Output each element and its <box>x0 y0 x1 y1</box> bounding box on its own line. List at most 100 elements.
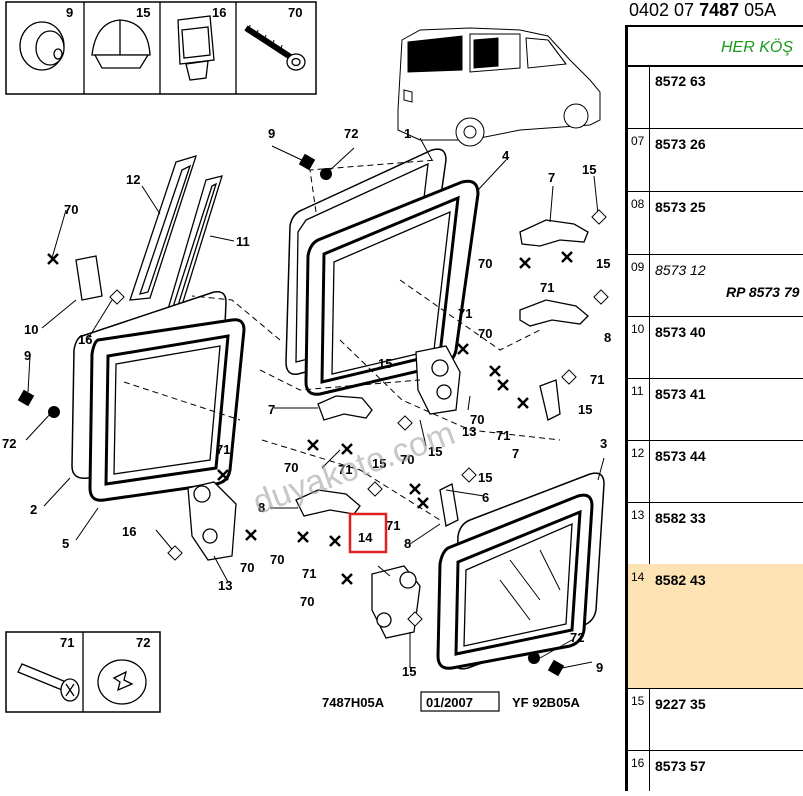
callout-70: 70 <box>478 256 492 271</box>
callout-9: 9 <box>268 126 275 141</box>
callout-14: 14 <box>358 530 373 545</box>
legend-top <box>5 1 317 95</box>
legend-num-9: 9 <box>66 5 73 20</box>
part-number: 8573 41 <box>655 386 706 402</box>
callout-7: 7 <box>268 402 275 417</box>
callout-71: 71 <box>338 462 352 477</box>
callout-1: 1 <box>404 126 411 141</box>
cap-washer-markers <box>17 153 565 677</box>
dashed-lines <box>123 159 561 521</box>
parts-row[interactable]: 12 8573 44 <box>628 440 803 503</box>
callout-15: 15 <box>428 444 442 459</box>
replacement-part-number: RP 8573 79 <box>726 284 800 300</box>
parts-list-panel: 0402 07 7487 05A HER KÖŞ 8572 63 07 8573 2… <box>625 0 803 791</box>
callout-9: 9 <box>596 660 603 675</box>
part-number: 8573 44 <box>655 448 706 464</box>
footer-date: 01/2007 <box>426 695 473 710</box>
pillar-11-12 <box>129 155 223 319</box>
row-number: 12 <box>631 446 645 460</box>
part-number: 8572 63 <box>655 73 706 89</box>
callout-13: 13 <box>218 578 232 593</box>
window-right <box>436 472 605 670</box>
callout-71: 71 <box>386 518 400 533</box>
window-left <box>71 290 246 502</box>
part-number: 8573 57 <box>655 758 706 774</box>
hinge-bottom <box>371 565 421 639</box>
panel-left-border <box>625 27 628 791</box>
van-sketch <box>397 27 601 147</box>
legend-num-72: 72 <box>136 635 150 650</box>
row-number: 07 <box>631 134 645 148</box>
legend-num-16: 16 <box>212 5 226 20</box>
row-number: 14 <box>631 570 645 584</box>
callout-70: 70 <box>470 412 484 427</box>
callout-15: 15 <box>578 402 592 417</box>
legend-num-15: 15 <box>136 5 150 20</box>
callout-11: 11 <box>236 234 250 249</box>
hinge-upper <box>415 345 461 415</box>
part-number: 8573 25 <box>655 199 706 215</box>
clip-markers <box>109 209 609 627</box>
callout-3: 3 <box>600 436 607 451</box>
callout-71: 71 <box>458 306 472 321</box>
callout-71: 71 <box>216 442 230 457</box>
part-number: 8573 12 <box>655 262 706 278</box>
part-number: 8573 26 <box>655 136 706 152</box>
bolt-71-icon <box>17 663 80 702</box>
legend-num-70: 70 <box>288 5 302 20</box>
parts-row[interactable]: 08 8573 25 <box>628 191 803 255</box>
callout-70: 70 <box>400 452 414 467</box>
parts-row[interactable]: 14 8582 43 <box>628 564 803 689</box>
washer-72-icon <box>97 659 147 705</box>
callout-72: 72 <box>2 436 16 451</box>
callout-15: 15 <box>582 162 596 177</box>
row-number: 10 <box>631 322 645 336</box>
callout-15: 15 <box>478 470 492 485</box>
subtitle: HER KÖŞ <box>721 39 794 56</box>
row-number: 13 <box>631 508 645 522</box>
row-number: 08 <box>631 197 645 211</box>
screw-markers <box>47 251 573 585</box>
callout-70: 70 <box>240 560 254 575</box>
ref-suffix: 05A <box>739 0 777 20</box>
parts-header: 0402 07 7487 05A <box>625 0 803 27</box>
callout-70: 70 <box>284 460 298 475</box>
callout-13: 13 <box>462 424 476 439</box>
callout-15: 15 <box>372 456 386 471</box>
legend-num-71: 71 <box>60 635 74 650</box>
callout-71: 71 <box>302 566 316 581</box>
callout-16: 16 <box>78 332 92 347</box>
parts-subheader: HER KÖŞ <box>625 27 803 67</box>
callout-16: 16 <box>122 524 136 539</box>
clip-15-icon <box>91 19 151 69</box>
callout-71: 71 <box>590 372 604 387</box>
part-number: 8582 43 <box>655 572 706 588</box>
parts-row[interactable]: 8572 63 <box>628 65 803 129</box>
callout-72: 72 <box>570 630 584 645</box>
clip-16-icon <box>177 15 215 81</box>
parts-row[interactable]: 07 8573 26 <box>628 128 803 192</box>
callout-70: 70 <box>300 594 314 609</box>
callout-2: 2 <box>30 502 37 517</box>
row-number: 15 <box>631 694 645 708</box>
callout-71: 71 <box>540 280 554 295</box>
diagram-footer: 7487H05A 01/2007 YF 92B05A <box>322 691 581 712</box>
callout-70: 70 <box>64 202 78 217</box>
callout-labels: 1 4 9 72 7 15 12 11 70 10 16 70 71 15 8 … <box>2 5 611 679</box>
callout-70: 70 <box>478 326 492 341</box>
reference-number: 0402 07 7487 05A <box>629 0 776 21</box>
diagram-svg: 1 4 9 72 7 15 12 11 70 10 16 70 71 15 8 … <box>2 1 611 713</box>
footer-ref: YF 92B05A <box>512 695 581 710</box>
legend-bottom <box>5 631 161 713</box>
callout-12: 12 <box>126 172 140 187</box>
hinge-left <box>187 481 237 561</box>
callout-15: 15 <box>596 256 610 271</box>
callout-7: 7 <box>548 170 555 185</box>
callout-5: 5 <box>62 536 69 551</box>
